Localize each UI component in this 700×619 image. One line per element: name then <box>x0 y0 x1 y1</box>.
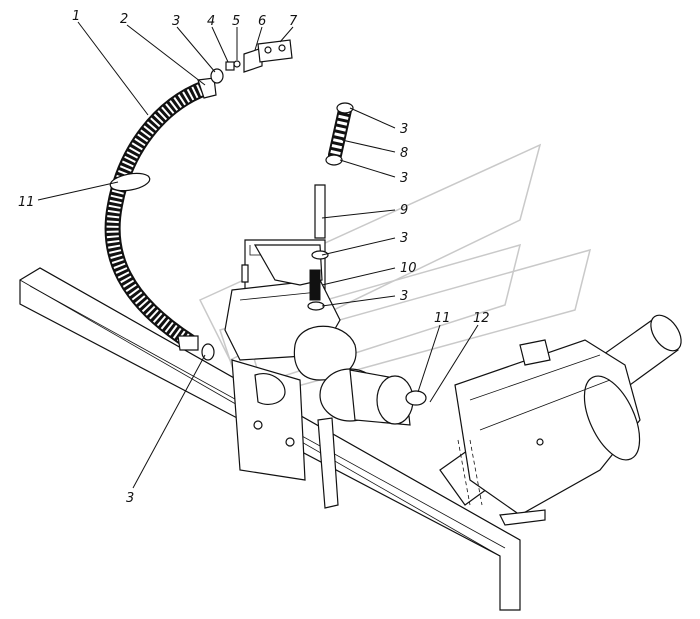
callout-9: 9 <box>400 203 408 218</box>
callout-11-left: 11 <box>18 195 35 210</box>
frame-beam <box>19 267 521 611</box>
callout-6: 6 <box>258 14 266 29</box>
nut-5 <box>233 60 241 68</box>
callout-3-pump: 3 <box>400 289 408 304</box>
callout-2: 2 <box>120 12 128 27</box>
pump-assembly <box>224 239 414 509</box>
callout-7: 7 <box>289 14 298 29</box>
callout-labels: 1 2 3 4 5 6 7 11 3 8 3 9 3 10 3 11 12 3 <box>18 9 490 506</box>
callout-3-pipe-mid: 3 <box>400 171 408 186</box>
callout-3-pipe-low: 3 <box>400 231 408 246</box>
callout-4: 4 <box>207 14 215 29</box>
corrugated-hose <box>104 77 217 351</box>
callout-8: 8 <box>400 146 408 161</box>
clamp-ring-top <box>210 68 224 84</box>
callout-11-right: 11 <box>434 311 451 326</box>
callout-5: 5 <box>232 14 240 29</box>
bolt-4 <box>225 61 235 71</box>
flange-7 <box>257 39 293 63</box>
clamp-right <box>405 390 427 406</box>
callout-3-pipe-top: 3 <box>400 122 408 137</box>
pipe-middle <box>311 184 329 260</box>
callout-10: 10 <box>400 261 417 276</box>
hose-clamp-left <box>109 172 151 192</box>
callout-3-top: 3 <box>172 14 180 29</box>
top-fittings <box>210 39 293 84</box>
nozzle-6 <box>243 47 263 73</box>
callout-1: 1 <box>72 9 80 24</box>
callout-12: 12 <box>473 311 490 326</box>
heater-unit <box>454 339 641 526</box>
callout-3-bottom: 3 <box>126 491 134 506</box>
leader-lines <box>37 21 479 489</box>
pipe-upper <box>325 102 354 166</box>
